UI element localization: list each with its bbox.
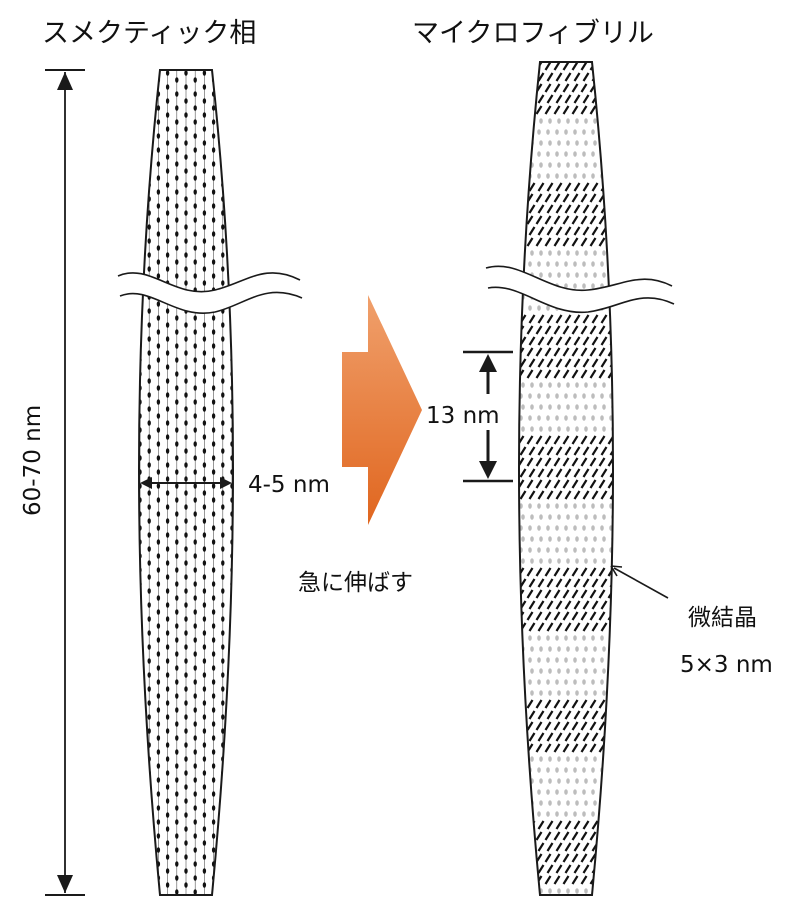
width-label: 4-5 nm: [248, 472, 330, 498]
length-label: 60-70 nm: [20, 405, 46, 516]
length-dimension: [45, 69, 85, 896]
smectic-phase-title: スメクティック相: [42, 18, 256, 49]
period-label: 13 nm: [426, 403, 500, 429]
smectic-fibril: [138, 69, 234, 896]
microcrystal-label: 微結晶: [688, 605, 757, 631]
process-label: 急に伸ばす: [298, 570, 413, 596]
break-mark-left: [117, 272, 303, 314]
period-dimension: [424, 350, 516, 483]
break-mark-right: [485, 265, 675, 314]
microcrystal-pointer: [610, 565, 669, 599]
width-dimension: [140, 477, 232, 489]
smectic-molecule-pattern: [139, 70, 233, 895]
microcrystal-size-label: 5×3 nm: [680, 652, 773, 678]
stretch-process-arrow: [342, 295, 422, 525]
microfibril: [518, 61, 614, 896]
microfibril-title: マイクロフィブリル: [412, 18, 654, 49]
